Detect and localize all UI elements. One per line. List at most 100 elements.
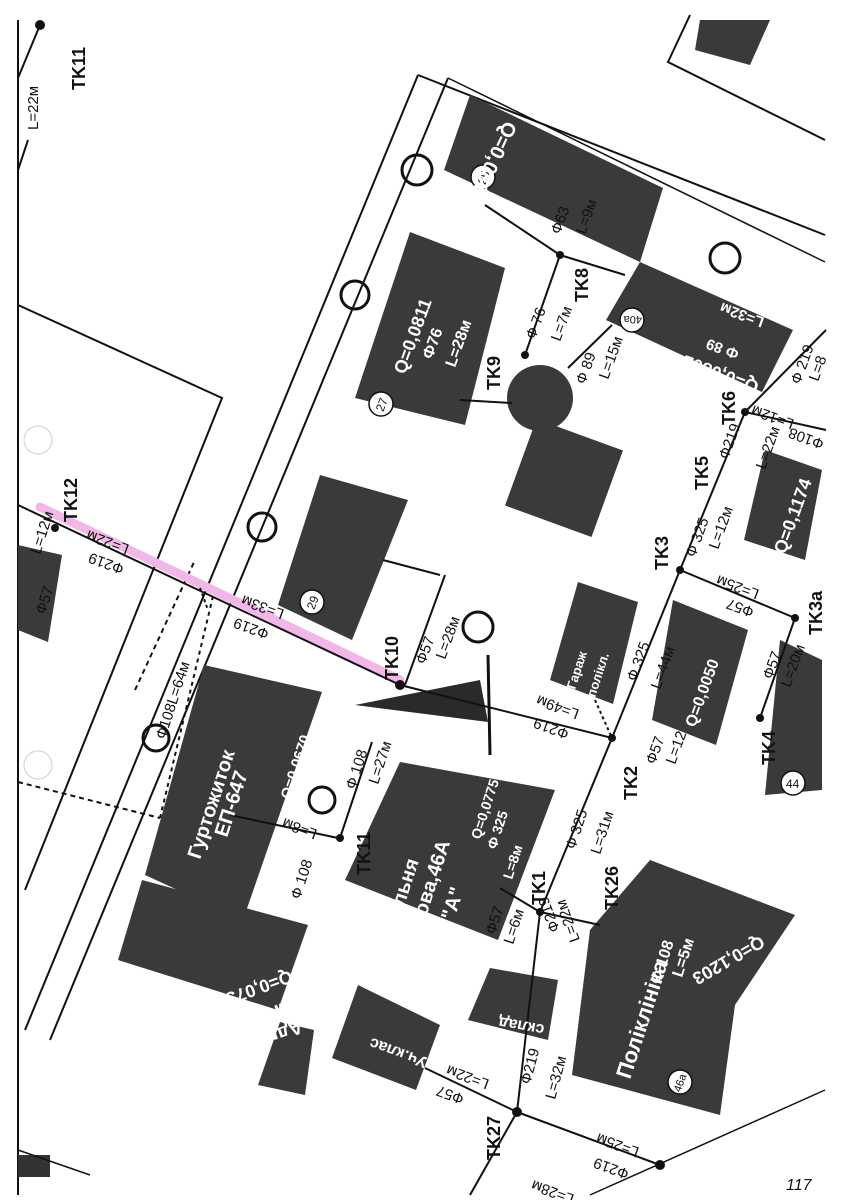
seg-tk8-pipe-76: Ф 76 [523, 305, 550, 341]
pipe-tk10-branch [404, 574, 446, 686]
seg-tk1-length: L=31м [588, 809, 618, 856]
building-0050 [652, 600, 748, 745]
seg-tk11-pipe-108: Ф 108 [288, 857, 317, 901]
building-small [258, 1022, 314, 1095]
seg-tk8-length-7: L=7м [548, 304, 576, 343]
pipe-tk26 [539, 911, 601, 926]
building-44 [765, 640, 822, 795]
building-29 [278, 475, 408, 640]
seg-tk11-pipe: Ф 108 [343, 747, 372, 791]
page-number: 117 [786, 1177, 813, 1194]
building-left [18, 545, 62, 642]
seg-tk9-length: L=15м [596, 334, 627, 381]
chamber-nodes [35, 20, 799, 1170]
chamber-tk2: TK2 [621, 766, 641, 800]
chamber-tk26: TK26 [602, 866, 622, 910]
pipe-tk11-west [229, 814, 339, 839]
chamber-tk3: TK3 [652, 536, 672, 570]
chamber-tk6: TK6 [719, 391, 739, 425]
pipe-tk9 [459, 399, 513, 404]
punch-holes [23, 425, 53, 780]
building-44-number: 44 [786, 777, 800, 791]
buildings [18, 20, 822, 1115]
seg-tk2-length-12: L=12 [663, 729, 691, 767]
dashed-boundary-1 [17, 781, 161, 819]
building-40a [606, 262, 793, 392]
pipe-main-219 [17, 504, 401, 686]
seg-tk9-pipe: Ф 89 [573, 350, 600, 386]
building-round-annex [505, 419, 623, 537]
road-line-2 [49, 77, 449, 1041]
wells [141, 153, 742, 815]
boiler-wedge [355, 680, 488, 722]
chamber-tk3a: TK3a [806, 590, 826, 635]
building-garage [550, 582, 638, 704]
chamber-tk4: TK4 [759, 731, 779, 765]
main-highlight [35, 502, 405, 685]
dashed-boundary-3 [159, 591, 215, 819]
building-25-number: 25 [475, 169, 493, 187]
chamber-tk10: TK10 [382, 636, 402, 680]
pipe-tk3a [679, 569, 796, 619]
chamber-tk11: TK11 [354, 832, 374, 875]
seg-tk10-length: L=28м [433, 614, 464, 661]
chamber-tk5: TK5 [692, 456, 712, 490]
pipe-tk1-branch [499, 887, 541, 913]
building-number-circles [299, 164, 806, 1095]
building-admin [118, 880, 308, 1010]
seg-tk27-pipe: Ф219 [517, 1046, 543, 1086]
pipe-tk8-40a [559, 254, 626, 276]
road-line-3 [417, 74, 826, 236]
chamber-tk8: TK8 [572, 268, 592, 302]
chamber-tk9: TK9 [484, 356, 504, 390]
building-storage [468, 968, 558, 1040]
seg-bottom-pipe: Ф219 [591, 1154, 631, 1182]
bottom-right-line [589, 1089, 826, 1196]
road-line-4 [447, 77, 826, 263]
top-right-boundary [666, 14, 826, 141]
chamber-tk12: TK12 [61, 478, 81, 522]
pipe-tk8-25 [484, 204, 561, 256]
pipe-tk9-40a [567, 324, 613, 369]
boiler-wall [486, 654, 492, 756]
building-top [695, 20, 770, 65]
pipe-tk6 [744, 411, 827, 431]
bottom-left-line [17, 1149, 91, 1176]
tick-dorm [199, 587, 209, 611]
seg-tk2-pipe: Ф 325 [624, 639, 654, 683]
corner-block [18, 1155, 50, 1177]
pipe-tk4 [759, 617, 796, 719]
building-40a-number: 40а [623, 313, 642, 325]
chamber-tk17: TK11 [69, 47, 89, 90]
building-dorm [145, 665, 322, 920]
building-27-number: 27 [373, 396, 391, 414]
pipe-tk8 [524, 254, 561, 356]
tick-garage [594, 699, 613, 739]
chamber-tk27: TK27 [484, 1116, 504, 1160]
building-boiler [345, 762, 555, 940]
seg-tk27-length: L=32м [542, 1054, 570, 1101]
pipe-tk27-west [424, 1067, 518, 1113]
pipe-tk10-29 [382, 559, 441, 576]
building-27 [355, 232, 505, 425]
seg-left-length: L=12м [28, 509, 58, 556]
road-line-1 [24, 74, 419, 1031]
seg-tk3-length: L=12м [706, 504, 737, 551]
building-1174 [744, 450, 822, 560]
pipe-tk11 [339, 741, 373, 839]
building-clinic [572, 860, 795, 1115]
pipe-south [469, 737, 613, 1196]
building-29-number: 29 [304, 594, 322, 612]
building-class [332, 985, 440, 1090]
pipe-tk27-east [516, 1111, 661, 1166]
left-stub [17, 139, 29, 171]
chamber-tk1: TK1 [529, 871, 549, 905]
seg-tk5-pipe: Ф219 [716, 421, 744, 461]
seg-tk11-length-8: L=8м [280, 814, 319, 842]
block-boundary [17, 304, 224, 891]
pipe-tk17 [17, 24, 41, 79]
seg-tk17-length: L=22м [25, 86, 42, 130]
seg-tk1-pipe: Ф 325 [563, 807, 592, 851]
building-25 [444, 95, 663, 262]
